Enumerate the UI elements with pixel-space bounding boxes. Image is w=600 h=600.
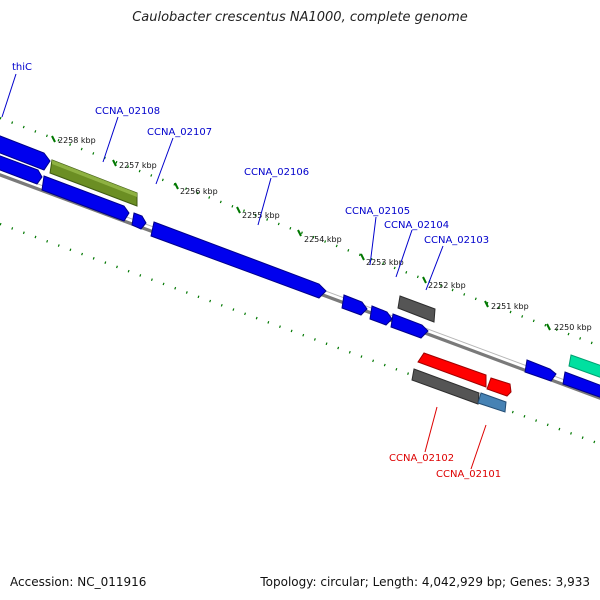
gene-arrow[interactable] xyxy=(390,313,429,339)
gene-teal[interactable] xyxy=(568,354,600,379)
gene-CCNA_02104[interactable] xyxy=(369,305,393,326)
accession-text: Accession: NC_011916 xyxy=(10,575,147,589)
gene-thiC[interactable] xyxy=(0,134,51,171)
gene-arrow[interactable] xyxy=(131,212,147,230)
position-label: 2253 kbp xyxy=(366,258,404,267)
gene-CCNA_02102[interactable] xyxy=(411,368,480,405)
gene-highlight xyxy=(52,160,137,197)
position-label: 2254 kbp xyxy=(304,235,342,244)
position-label: 2256 kbp xyxy=(180,187,218,196)
gene-red-long[interactable] xyxy=(417,352,487,388)
gene-CCNA_02106[interactable] xyxy=(150,221,327,299)
forward-strand-genes xyxy=(0,134,600,399)
gene-arrow[interactable] xyxy=(562,371,600,399)
reverse-gene-labels: CCNA_02102 CCNA_02101 xyxy=(389,453,501,480)
gene-label: CCNA_02106 xyxy=(244,167,309,178)
gene-CCNA_02105[interactable] xyxy=(341,294,368,316)
gene-label: CCNA_02108 xyxy=(95,106,160,117)
inner-tick-row xyxy=(0,222,600,446)
gene-arrow[interactable] xyxy=(524,359,557,382)
position-label: 2257 kbp xyxy=(119,161,157,170)
gene-label: CCNA_02103 xyxy=(424,235,489,246)
position-labels: 2258 kbp 2257 kbp 2256 kbp 2255 kbp 2254… xyxy=(58,136,592,332)
genome-summary-text: Topology: circular; Length: 4,042,929 bp… xyxy=(260,575,590,589)
position-label: 2258 kbp xyxy=(58,136,96,145)
forward-gene-labels: thiC CCNA_02108 CCNA_02107 CCNA_02106 CC… xyxy=(12,62,489,246)
gene-CCNA_02103[interactable] xyxy=(397,295,436,323)
gene-arrow[interactable] xyxy=(0,154,43,185)
gene-CCNA_02107[interactable] xyxy=(41,175,130,222)
gene-CCNA_02101[interactable] xyxy=(477,392,507,413)
gene-label: CCNA_02101 xyxy=(436,469,501,480)
gene-label: CCNA_02104 xyxy=(384,220,449,231)
gene-label: thiC xyxy=(12,62,32,73)
major-ticks xyxy=(51,135,551,331)
gene-label: CCNA_02105 xyxy=(345,206,410,217)
reverse-strand-genes xyxy=(411,352,512,413)
gene-label: CCNA_02107 xyxy=(147,127,212,138)
gene-label: CCNA_02102 xyxy=(389,453,454,464)
position-label: 2251 kbp xyxy=(491,302,529,311)
genome-title: Caulobacter crescentus NA1000, complete … xyxy=(132,10,468,25)
label-connectors xyxy=(1,73,487,470)
gene-red-short[interactable] xyxy=(486,377,512,397)
position-label: 2250 kbp xyxy=(554,323,592,332)
position-label: 2252 kbp xyxy=(428,281,466,290)
